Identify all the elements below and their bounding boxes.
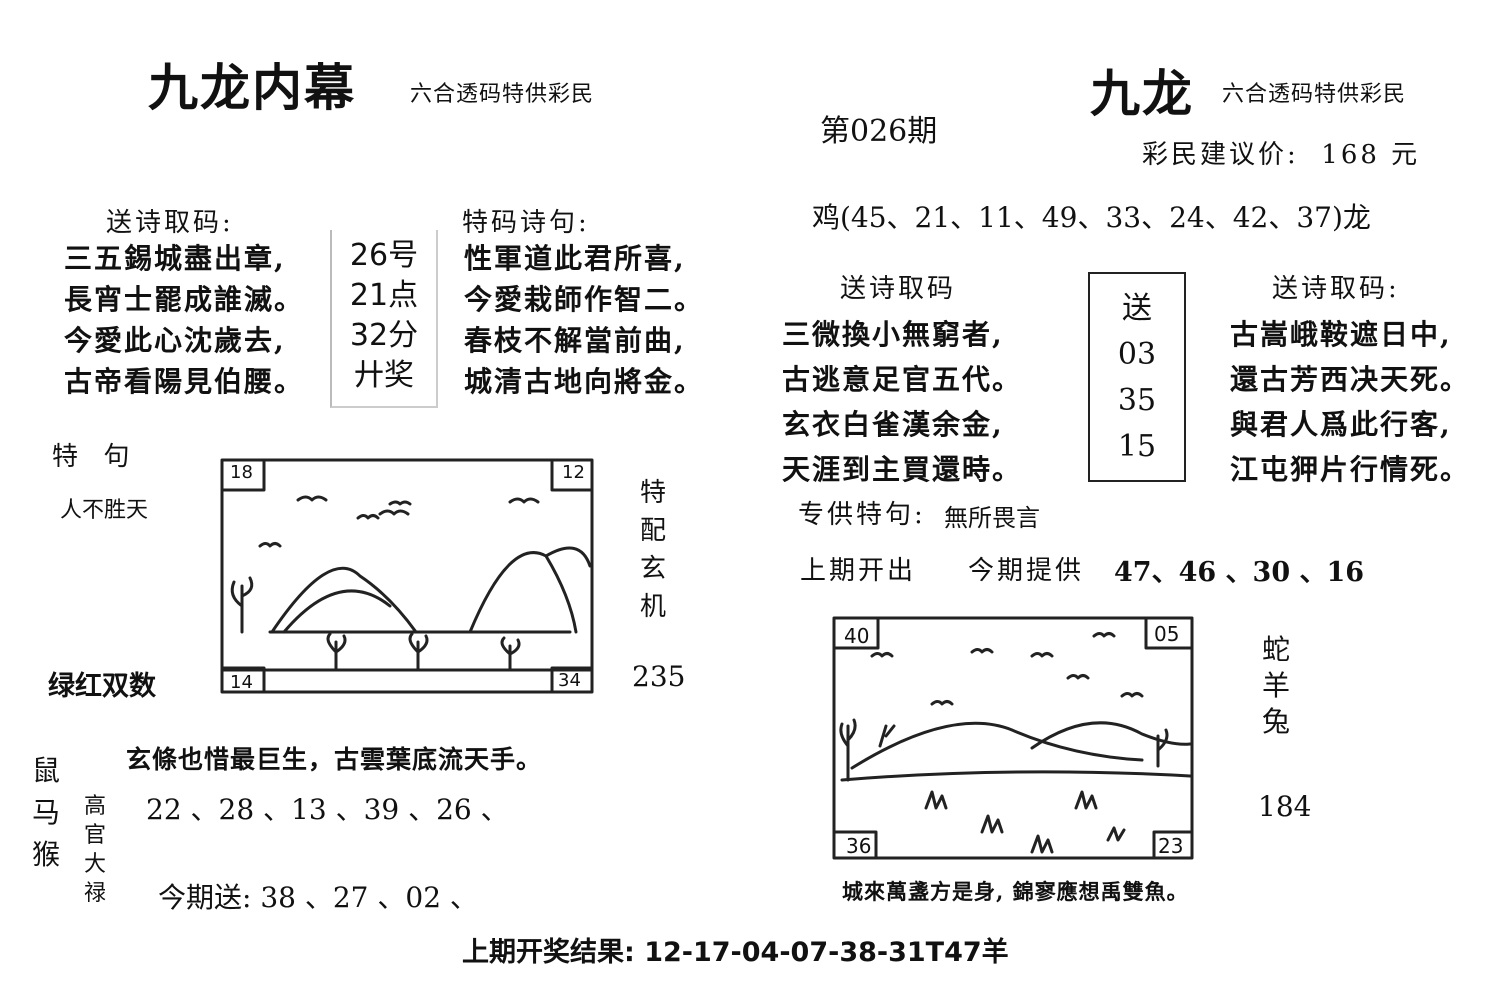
right-corner-bl: 36 — [846, 834, 872, 858]
right-zodiac-char: 兔 — [1262, 705, 1294, 738]
left-gaoguan-vertical: 高 官 大 禄 — [84, 792, 106, 908]
left-box-line: 廾奖 — [354, 358, 414, 393]
left-poem-right-line: 春枝不解當前曲, — [464, 324, 686, 357]
right-poem-right-line: 與君人爲此行客, — [1230, 408, 1452, 441]
left-bottom-poem: 玄條也惜最巨生，古雲葉底流天手。 — [126, 745, 543, 774]
left-poem-right-line: 今愛栽師作智二。 — [464, 283, 705, 316]
right-box-line: 03 — [1117, 337, 1157, 372]
left-number-box: 26号 21点 32分 廾奖 — [330, 230, 438, 408]
left-special-text: 人不胜天 — [60, 498, 149, 523]
right-corner-tr: 05 — [1154, 622, 1180, 646]
left-box-line: 26号 — [349, 238, 419, 273]
left-corner-tl: 18 — [230, 462, 253, 483]
right-send-box: 送 03 35 15 — [1088, 272, 1186, 482]
right-poem-left-line: 古逃意足官五代。 — [782, 363, 1023, 396]
left-poem-left: 三五錫城盡出章, 長宵士罷成誰滅。 今愛此心沈歲去, 古帝看陽見伯腰。 — [64, 238, 304, 402]
left-color-text: 绿红双数 — [48, 671, 156, 702]
price: 彩民建议价: 168 元 — [1142, 140, 1421, 170]
left-special-heading: 特 句 — [52, 442, 133, 472]
right-poem-right-line: 還古芳西决天死。 — [1230, 363, 1471, 396]
this-issue-label: 今期提供 — [968, 556, 1085, 586]
right-poem-left: 三微換小無窮者, 古逃意足官五代。 玄衣白雀漢余金, 天涯到主買還時。 — [782, 312, 1022, 492]
right-box-line: 35 — [1117, 383, 1157, 418]
left-poem-right-line: 性軍道此君所喜, — [464, 242, 686, 275]
right-title: 九龙 — [1090, 64, 1194, 123]
right-poem-right-line: 古嵩峨鞍遮日中, — [1230, 318, 1452, 351]
right-corner-tl: 40 — [844, 624, 870, 648]
issue-number: 第026期 — [820, 114, 938, 149]
this-issue-numbers: 47、46 、30 、16 — [1114, 557, 1365, 588]
chicken-line: 鸡(45、21、11、49、33、24、42、37)龙 — [812, 201, 1371, 234]
left-subtitle: 六合透码特供彩民 — [410, 82, 595, 107]
left-numbers-line: 22 、28 、13 、39 、26 、 — [146, 793, 509, 826]
left-box-line: 32分 — [349, 318, 419, 353]
left-landscape-drawing — [220, 458, 594, 694]
left-poem-right: 性軍道此君所喜, 今愛栽師作智二。 春枝不解當前曲, 城清古地向將金。 — [464, 238, 704, 402]
right-poem-right-line: 江屯狎片行情死。 — [1230, 453, 1471, 486]
right-box-line: 15 — [1117, 429, 1157, 464]
special-line-text: 無所畏言 — [944, 504, 1040, 532]
left-side-char: 特 — [640, 478, 670, 508]
left-zodiac-char: 鼠 — [32, 754, 61, 787]
last-issue-label: 上期开出 — [800, 556, 917, 586]
right-landscape-drawing — [832, 616, 1194, 860]
right-zodiac-char: 蛇 — [1262, 633, 1294, 666]
right-corner-br: 23 — [1158, 834, 1184, 858]
right-poem-left-line: 三微換小無窮者, — [782, 318, 1004, 351]
right-number-184: 184 — [1258, 790, 1312, 823]
left-zodiac-vertical: 鼠 马 猴 — [32, 750, 60, 876]
left-corner-tr: 12 — [562, 462, 585, 483]
right-subtitle: 六合透码特供彩民 — [1222, 82, 1407, 107]
special-line-label: 专供特句: — [798, 500, 926, 530]
left-poem-right-heading: 特码诗句: — [462, 208, 590, 238]
left-poem-left-line: 三五錫城盡出章, — [64, 242, 286, 275]
left-side-char: 配 — [640, 516, 670, 546]
left-box-line: 21点 — [349, 278, 419, 313]
left-zodiac-char: 马 — [32, 796, 61, 829]
right-zodiac-vertical: 蛇 羊 兔 — [1262, 632, 1293, 740]
left-corner-br: 34 — [558, 670, 581, 691]
left-poem-left-line: 長宵士罷成誰滅。 — [64, 283, 305, 316]
left-title: 九龙内幕 — [148, 58, 356, 117]
left-poem-right-line: 城清古地向將金。 — [464, 365, 705, 398]
right-picture-frame — [832, 616, 1194, 860]
left-gaoguan-char: 高 — [84, 794, 107, 819]
left-gaoguan-char: 大 — [84, 852, 107, 877]
left-poem-left-line: 古帝看陽見伯腰。 — [64, 365, 305, 398]
left-picture: 18 12 14 34 — [220, 456, 594, 696]
left-poem-left-line: 今愛此心沈歲去, — [64, 324, 286, 357]
right-poem-right: 古嵩峨鞍遮日中, 還古芳西决天死。 與君人爲此行客, 江屯狎片行情死。 — [1230, 312, 1470, 492]
left-side-char: 玄 — [640, 554, 670, 584]
right-box-line: 送 — [1122, 291, 1152, 326]
right-poem-right-heading: 送诗取码: — [1272, 274, 1400, 304]
left-number-235: 235 — [632, 660, 686, 693]
right-poem-left-line: 玄衣白雀漢余金, — [782, 408, 1004, 441]
left-corner-bl: 14 — [230, 672, 253, 693]
right-poem-left-heading: 送诗取码 — [840, 274, 957, 304]
left-side-char: 机 — [640, 592, 670, 622]
right-poem-left-line: 天涯到主買還時。 — [782, 453, 1023, 486]
right-zodiac-char: 羊 — [1262, 669, 1294, 702]
left-side-vertical: 特 配 玄 机 — [640, 474, 669, 626]
left-gaoguan-char: 官 — [84, 823, 107, 848]
right-bottom-poem: 城來萬盞方是身, 錦寥應想禹雙魚。 — [842, 879, 1189, 904]
last-result: 上期开奖结果: 12-17-04-07-38-31T47羊 — [462, 937, 1009, 968]
right-picture: 40 05 36 23 — [832, 616, 1194, 862]
left-poem-left-heading: 送诗取码: — [106, 208, 234, 238]
left-zodiac-char: 猴 — [32, 838, 61, 871]
left-send-line: 今期送: 38 、27 、02 、 — [158, 881, 478, 914]
left-gaoguan-char: 禄 — [84, 881, 107, 906]
left-picture-frame — [220, 458, 594, 694]
